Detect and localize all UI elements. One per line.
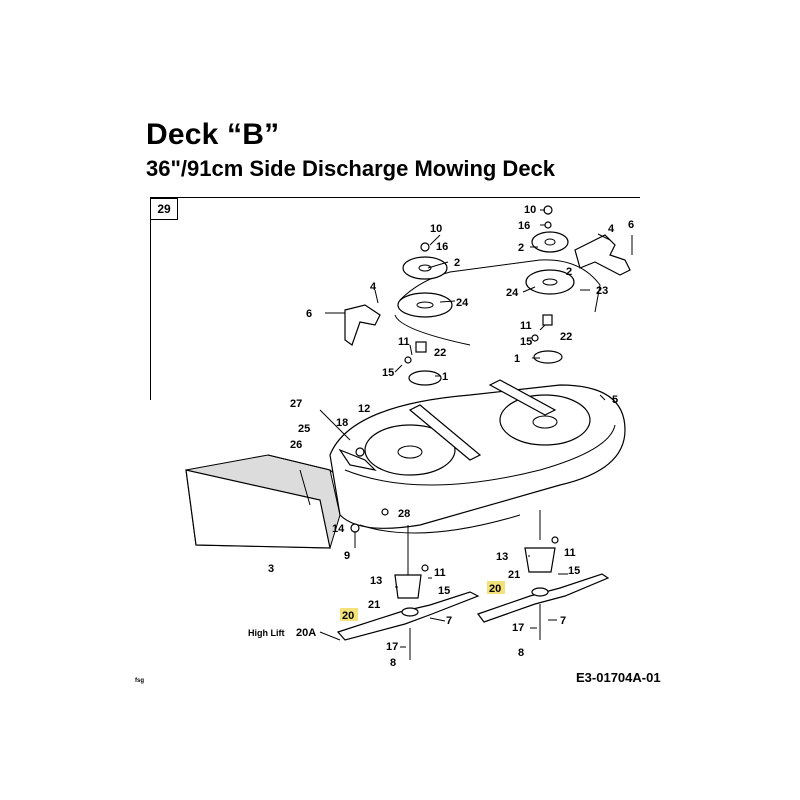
callout-11c: 11 xyxy=(434,567,446,579)
callout-13b: 13 xyxy=(496,551,508,563)
right-idler-pulley xyxy=(531,205,569,253)
highlight-20-left xyxy=(340,608,358,621)
callout-23: 23 xyxy=(596,285,608,297)
callout-7b: 7 xyxy=(560,615,566,627)
callout-10a: 10 xyxy=(430,223,442,235)
callout-15c: 15 xyxy=(438,585,450,597)
callout-20-left: 20 xyxy=(342,610,354,622)
callout-24b: 24 xyxy=(506,287,519,299)
callout-24a: 24 xyxy=(456,297,469,309)
callout-15d: 15 xyxy=(568,565,580,577)
callout-2c: 2 xyxy=(518,242,524,254)
callout-13a: 13 xyxy=(370,575,382,587)
right-bearing xyxy=(531,314,563,364)
callout-20-right: 20 xyxy=(489,583,501,595)
callout-15a: 15 xyxy=(382,367,394,379)
right-spindle-pulley xyxy=(525,269,575,295)
left-bearing xyxy=(404,341,442,386)
callout-21b: 21 xyxy=(508,569,520,581)
frame-top-rule xyxy=(150,197,640,198)
callout-16a: 16 xyxy=(436,241,448,253)
callout-7a: 7 xyxy=(446,615,452,627)
callout-3: 3 xyxy=(268,563,274,575)
callout-6b: 6 xyxy=(628,219,634,231)
callout-17a: 17 xyxy=(386,641,398,653)
callout-18: 18 xyxy=(336,417,348,429)
callout-1b: 1 xyxy=(514,353,520,365)
callout-9: 9 xyxy=(344,550,350,562)
callout-26: 26 xyxy=(290,439,302,451)
page-number-box: 29 xyxy=(150,198,178,220)
callout-16b: 16 xyxy=(518,220,530,232)
callout-22b: 22 xyxy=(560,331,572,343)
callout-11d: 11 xyxy=(564,547,576,559)
callout-11a: 11 xyxy=(398,336,410,348)
callout-4b: 4 xyxy=(608,223,615,235)
frame-left-rule xyxy=(150,218,151,400)
callout-28: 28 xyxy=(398,508,410,520)
callout-8a: 8 xyxy=(390,657,396,669)
callout-17b: 17 xyxy=(512,622,524,634)
callout-10b: 10 xyxy=(524,204,536,216)
left-blade-spindle xyxy=(394,525,429,599)
callout-22a: 22 xyxy=(434,347,446,359)
deck-housing xyxy=(329,379,626,534)
discharge-chute xyxy=(185,454,356,549)
callout-20A: 20A xyxy=(296,627,316,639)
callout-25: 25 xyxy=(298,423,310,435)
callout-15b: 15 xyxy=(520,336,532,348)
page-subtitle: 36"/91cm Side Discharge Mowing Deck xyxy=(146,156,556,181)
corner-mark: fsg xyxy=(135,678,144,684)
callout-12: 12 xyxy=(358,403,370,415)
left-idler-pulley xyxy=(402,242,448,280)
callout-5: 5 xyxy=(612,394,618,406)
drive-belt xyxy=(399,259,601,313)
callout-11b: 11 xyxy=(520,320,532,332)
callout-2a: 2 xyxy=(454,257,460,269)
callout-21a: 21 xyxy=(368,599,380,611)
page-title: Deck “B” xyxy=(146,118,280,151)
right-blade-spindle xyxy=(524,510,559,573)
callout-8b: 8 xyxy=(518,647,524,659)
left-spindle-pulley xyxy=(397,292,453,318)
drawing-code: E3-01704A-01 xyxy=(576,670,661,685)
highlight-20-right xyxy=(487,581,505,594)
callout-14: 14 xyxy=(332,523,345,535)
callout-2b: 2 xyxy=(566,266,572,278)
callout-high-lift: High Lift xyxy=(248,628,285,638)
callout-1a: 1 xyxy=(442,371,448,383)
left-belt-guard xyxy=(344,304,381,346)
callout-27: 27 xyxy=(290,398,302,410)
callout-4a: 4 xyxy=(370,281,377,293)
callout-6a: 6 xyxy=(306,308,312,320)
